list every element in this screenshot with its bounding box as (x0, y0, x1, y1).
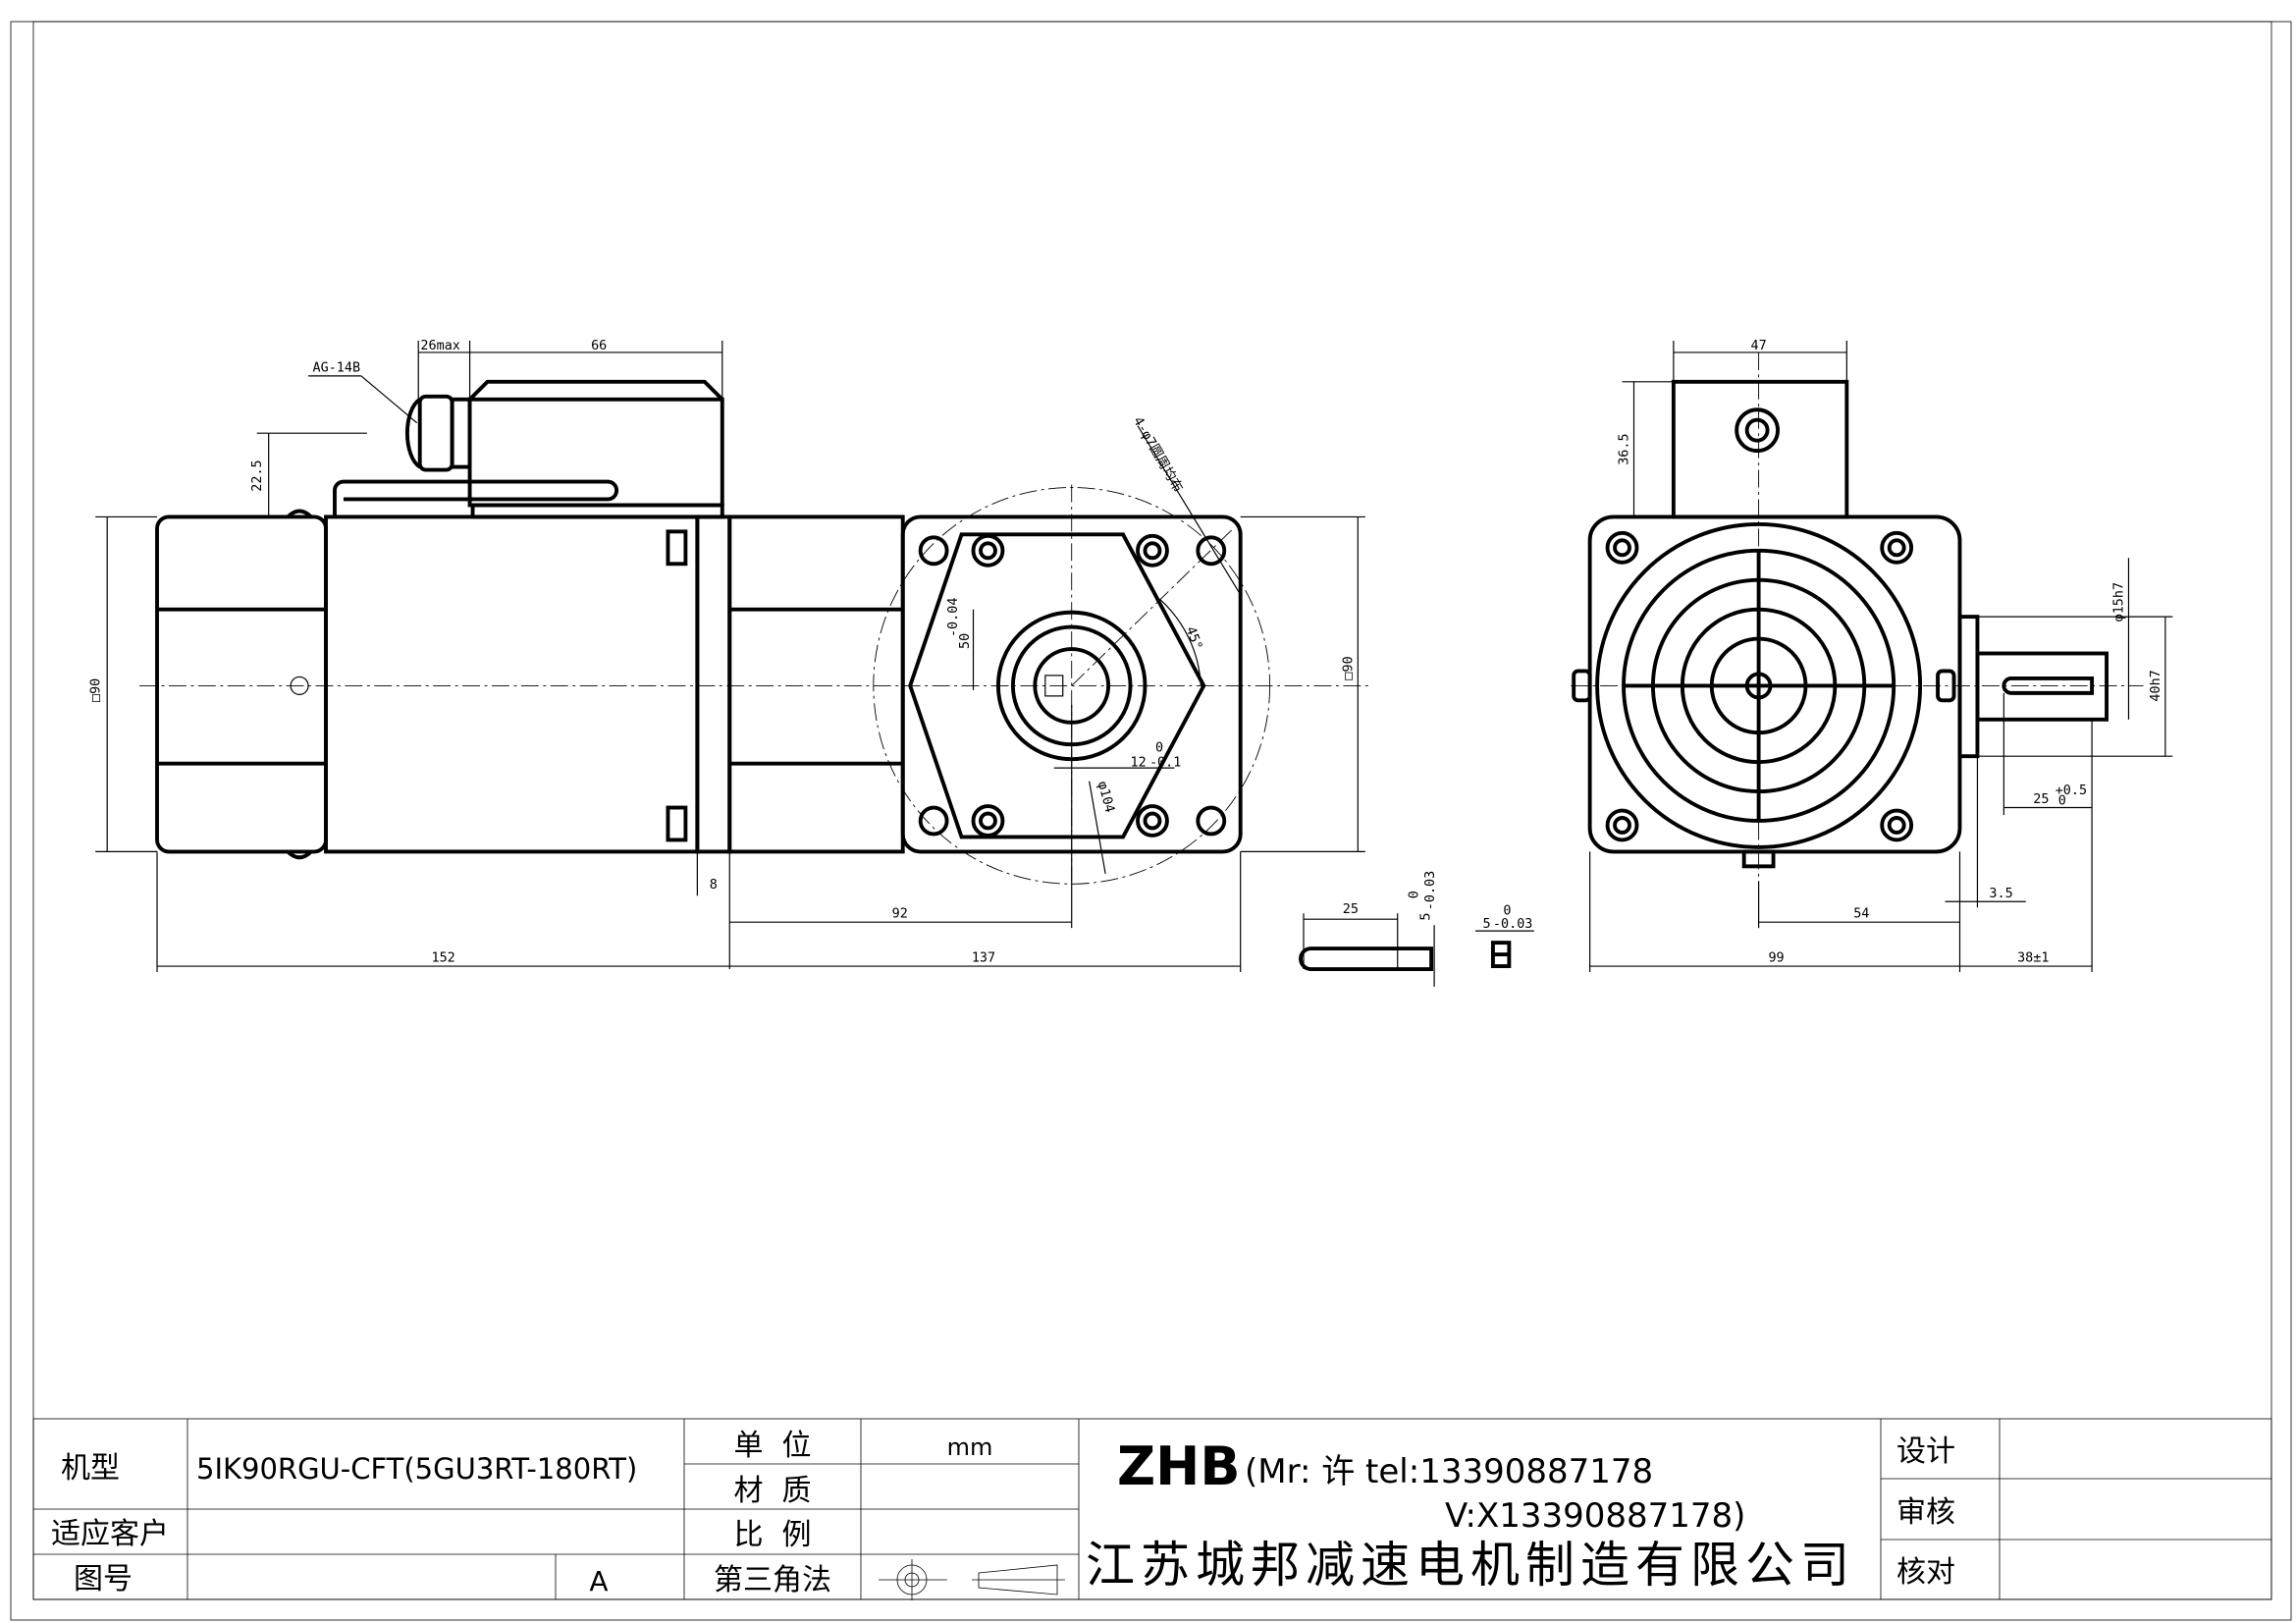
terminal-box-end (1671, 379, 1849, 519)
dim-gland: 26max (420, 339, 459, 353)
flange-plate (695, 514, 732, 854)
dim-12-tol-lower: -0.1 (1149, 756, 1181, 771)
review-label: 审核 (1896, 1495, 1955, 1530)
contact-line1: (Mr: 许 tel:13390887178 (1245, 1452, 1653, 1491)
shaft-keyway (2002, 676, 2095, 695)
gearbox-flange (900, 514, 1243, 854)
dim-99: 99 (1768, 951, 1784, 966)
fan-end-view (1571, 352, 2144, 882)
dim-motor-length: 152 (432, 951, 455, 966)
dim-key-len-tol-lower: 0 (2058, 794, 2066, 809)
dim-gland-height: 22.5 (250, 460, 265, 491)
boss-outer (995, 610, 1148, 762)
dim-12-tol-upper: 0 (1155, 741, 1163, 756)
model-value: 5IK90RGU-CFT(5GU3RT-180RT) (196, 1452, 637, 1486)
drawing-no-label: 图号 (74, 1562, 133, 1596)
dim-box-width: 47 (1751, 339, 1767, 353)
gearbox-end-view: 4-φ7圆周均布 45° 12 0 -0.1 φ104 50 -0.04 □90 (873, 414, 1365, 885)
dim-pcd: φ104 (1095, 780, 1117, 814)
drawing-frame (10, 21, 2292, 1621)
dim-square-right: □90 (1341, 656, 1356, 679)
angle-label: 45° (1183, 624, 1204, 652)
output-shaft (1975, 651, 2109, 722)
cable-bracket (333, 479, 619, 517)
key-height: 5 (1419, 913, 1434, 921)
keyway (1044, 675, 1064, 697)
unit-value: mm (947, 1434, 993, 1461)
dim-pilot-depth: 3.5 (1989, 887, 2012, 901)
key-width-tol-lower: -0.03 (1493, 917, 1532, 932)
check-label: 核对 (1896, 1555, 1955, 1590)
company-name: 江苏城邦减速电机制造有限公司 (1086, 1537, 1849, 1594)
key-width-tol-upper: 0 (1503, 904, 1511, 919)
revision: A (589, 1565, 608, 1597)
pilot (1957, 615, 1980, 759)
inner-frame (32, 21, 2272, 1600)
dim-12: 12 (1131, 756, 1147, 771)
mounting-holes (918, 533, 1227, 838)
dim-50: 50 (958, 633, 973, 649)
dim-terminal-box: 66 (591, 339, 607, 353)
bolt-top (666, 529, 688, 567)
design-label: 设计 (1896, 1434, 1955, 1469)
customer-label: 适应客户 (51, 1517, 169, 1551)
terminal-box (467, 397, 724, 508)
scale-label: 比 例 (733, 1518, 811, 1552)
unit-label: 单 位 (733, 1429, 811, 1463)
key-width: 5 (1482, 917, 1490, 932)
key-detail: 25 5 0 -0.03 5 0 -0.03 (1299, 871, 1534, 987)
side-view (139, 379, 1373, 860)
housing-circle (1595, 521, 1923, 849)
cable-gland (417, 394, 454, 472)
dim-50-tol: -0.04 (946, 598, 961, 637)
dim-54: 54 (1853, 907, 1869, 922)
fan-end-dimensions: 47 36.5 φ15h7 40h7 25 +0.5 0 3.5 54 (1589, 339, 2173, 973)
key-side (1299, 947, 1434, 971)
dim-flange: 8 (710, 878, 718, 893)
title-block: 机型 5IK90RGU-CFT(5GU3RT-180RT) 适应客户 图号 A … (32, 1418, 2272, 1600)
cable-gland-label: AG-14B (313, 360, 361, 375)
material-label: 材 质 (733, 1474, 811, 1508)
third-angle-projection-symbol (879, 1559, 1065, 1600)
dim-gear-length: 137 (972, 951, 995, 966)
motor-rear-cover (155, 514, 328, 854)
motor-body (324, 514, 700, 854)
side-view-dimensions: □90 22.5 AG-14B 26max 66 8 92 152 137 (89, 339, 1242, 973)
key-length: 25 (1343, 902, 1359, 917)
ground-symbol (290, 676, 309, 695)
dim-shaft-dia: φ15h7 (2111, 582, 2126, 622)
dim-92: 92 (892, 907, 908, 922)
model-label: 机型 (61, 1451, 120, 1486)
key-height-tol-lower: -0.03 (1423, 871, 1438, 910)
contact-line2: V:X13390887178) (1445, 1496, 1745, 1536)
dim-box-height: 36.5 (1618, 433, 1632, 464)
shaft-end (1033, 647, 1111, 725)
end-bolts (1605, 530, 1914, 842)
gearbox-side (727, 514, 905, 854)
gland-end (1735, 407, 1780, 454)
dim-square-left: □90 (89, 678, 104, 702)
dim-pilot: 40h7 (2149, 670, 2163, 701)
key-height-tol-upper: 0 (1408, 891, 1422, 898)
dim-shaft-len: 38±1 (2017, 951, 2049, 966)
holes-note: 4-φ7圆周均布 (1130, 414, 1186, 496)
dim-key-len-tol-upper: +0.5 (2056, 784, 2087, 798)
projection-label: 第三角法 (714, 1563, 831, 1597)
brand: ZHB (1117, 1435, 1241, 1497)
bolt-bottom (666, 805, 688, 842)
gearbox-housing-outline (908, 532, 1206, 839)
dim-key-len: 25 (2033, 792, 2049, 807)
